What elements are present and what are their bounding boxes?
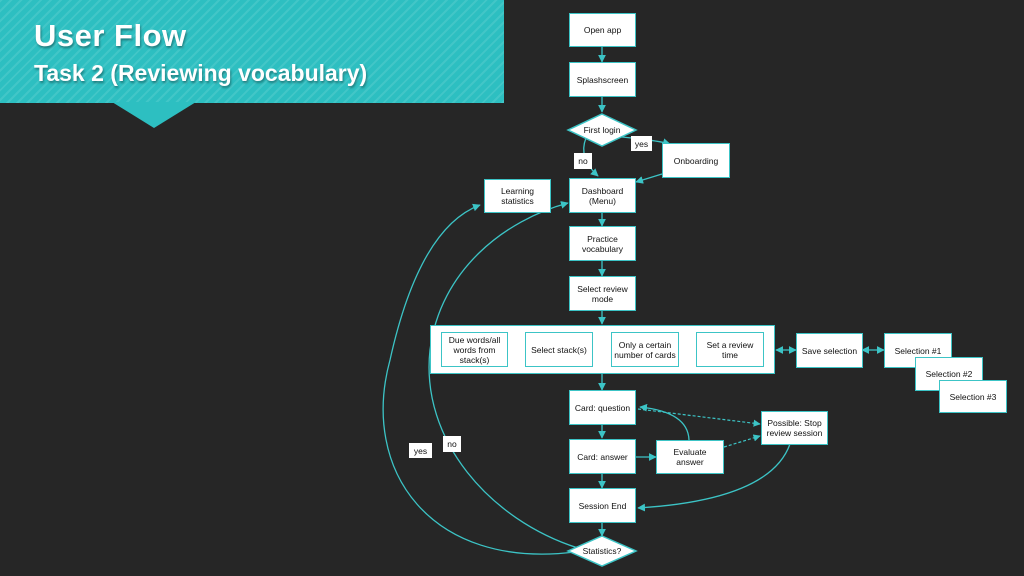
edge-statistics-no [428,201,579,549]
title-banner [0,0,504,103]
first-login-diamond [566,113,638,147]
selection-3-node: Selection #3 [939,380,1007,413]
first-login-label: First login [583,125,621,135]
edge-statistics-yes [382,203,576,555]
edge-label-yes-onboarding: yes [631,136,652,151]
edge-label-no-dashboard: no [574,153,592,169]
edge-evaluate-question [639,403,690,441]
page-title: User Flow [34,18,187,53]
learning-statistics-node: Learning statistics [484,179,551,213]
edge-question-stop [637,408,761,427]
statistics-diamond [566,535,638,567]
card-answer-node: Card: answer [569,439,636,474]
edge-stop-end [637,443,791,512]
card-question-node: Card: question [569,390,636,425]
edge-label-yes-statistics: yes [409,443,432,458]
dashboard-node: Dashboard (Menu) [569,178,636,213]
edge-onboarding-dashboard [635,173,663,184]
select-review-mode-node: Select review mode [569,276,636,311]
onboarding-node: Onboarding [662,143,730,178]
save-selection-node: Save selection [796,333,863,368]
statistics-label: Statistics? [582,546,622,556]
page-subtitle: Task 2 (Reviewing vocabulary) [34,60,368,86]
option-due-words: Due words/all words from stack(s) [441,332,508,367]
splashscreen-node: Splashscreen [569,62,636,97]
evaluate-answer-node: Evaluate answer [656,440,724,474]
edge-label-no-statistics: no [443,436,461,452]
option-select-stacks: Select stack(s) [525,332,593,367]
title-banner-notch [112,102,196,128]
edge-evaluate-stop [723,434,761,448]
open-app-node: Open app [569,13,636,47]
option-certain-cards: Only a certain number of cards [611,332,679,367]
session-end-node: Session End [569,488,636,523]
option-review-time: Set a review time [696,332,764,367]
practice-vocabulary-node: Practice vocabulary [569,226,636,261]
stop-review-node: Possible: Stop review session [761,411,828,445]
